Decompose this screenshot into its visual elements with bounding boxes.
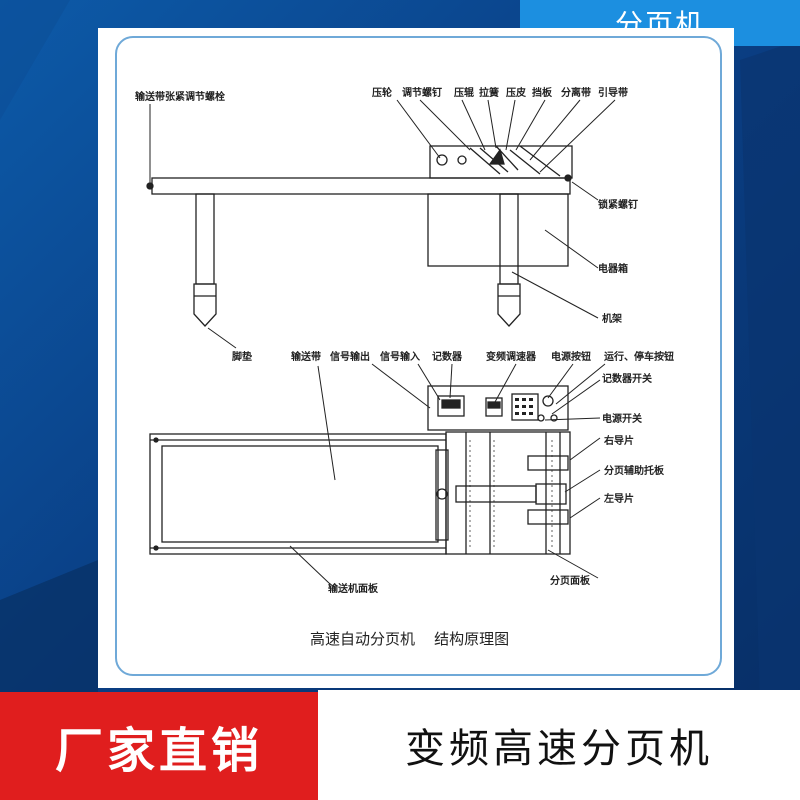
vfd-display — [485, 397, 503, 417]
top-view — [149, 385, 571, 555]
counter-display — [437, 395, 465, 417]
label-conveyor-panel: 输送机面板 — [328, 582, 379, 595]
label-run-stop-button: 运行、停车按钮 — [604, 350, 674, 363]
label-power-switch: 电源开关 — [602, 412, 642, 425]
label-counter-switch: 记数器开关 — [602, 372, 652, 385]
conveyor-beam — [151, 177, 571, 195]
label-adjust-screw: 调节螺钉 — [402, 86, 442, 99]
right-guide — [527, 455, 569, 471]
label-left-guide: 左导片 — [603, 492, 634, 505]
conveyor-top — [149, 433, 447, 555]
label-power-button: 电源按钮 — [551, 350, 591, 363]
label-lock-screw: 锁紧螺钉 — [598, 198, 638, 211]
label-right-guide: 右导片 — [603, 434, 634, 447]
label-frame: 机架 — [602, 312, 622, 325]
label-belt-tension-bolt: 输送带张紧调节螺栓 — [135, 90, 225, 103]
diagram-card — [98, 28, 734, 688]
power-button — [542, 395, 554, 407]
label-press-skin: 压皮 — [506, 86, 526, 99]
label-vfd: 变频调速器 — [486, 350, 537, 363]
leg-right — [499, 193, 519, 285]
vfd-keypad — [511, 393, 539, 421]
aux-plate — [455, 485, 537, 503]
left-guide — [527, 509, 569, 525]
labels: 输送带张紧调节螺栓 压轮 调节螺钉 压辊 拉簧 压皮 挡板 分离带 引导带 锁紧… — [135, 86, 674, 648]
label-press-wheel: 压轮 — [372, 86, 392, 99]
label-spring: 拉簧 — [479, 86, 499, 99]
label-press-roller: 压辊 — [454, 86, 474, 99]
foot-left — [193, 283, 217, 327]
banner-product-name: 变频高速分页机 — [318, 690, 800, 800]
banner-factory-direct: 厂家直销 — [0, 692, 318, 800]
label-separation-belt: 分离带 — [561, 86, 591, 99]
label-baffle: 挡板 — [532, 86, 553, 99]
press-wheel — [436, 154, 448, 166]
label-paging-panel: 分页面板 — [550, 574, 591, 587]
diagram-caption: 高速自动分页机 结构原理图 — [310, 630, 509, 648]
paging-head — [429, 145, 573, 179]
leader-lines-bottom — [289, 363, 606, 585]
label-counter: 记数器 — [432, 350, 463, 363]
paging-section — [445, 431, 571, 555]
label-aux-plate: 分页辅助托板 — [604, 464, 665, 477]
label-signal-output: 信号输出 — [330, 350, 370, 363]
side-view — [146, 145, 573, 327]
label-signal-input: 信号输入 — [380, 350, 420, 363]
leader-lines-top — [149, 99, 616, 349]
label-electric-box: 电器箱 — [598, 262, 628, 275]
label-conveyor-belt: 输送带 — [291, 350, 321, 363]
control-box — [427, 385, 569, 431]
label-foot-pad: 脚垫 — [232, 350, 252, 363]
leg-left — [195, 193, 215, 285]
diagram-frame — [115, 36, 722, 676]
electric-box — [427, 193, 569, 267]
foot-right — [497, 283, 521, 327]
label-guide-belt: 引导带 — [598, 86, 628, 99]
